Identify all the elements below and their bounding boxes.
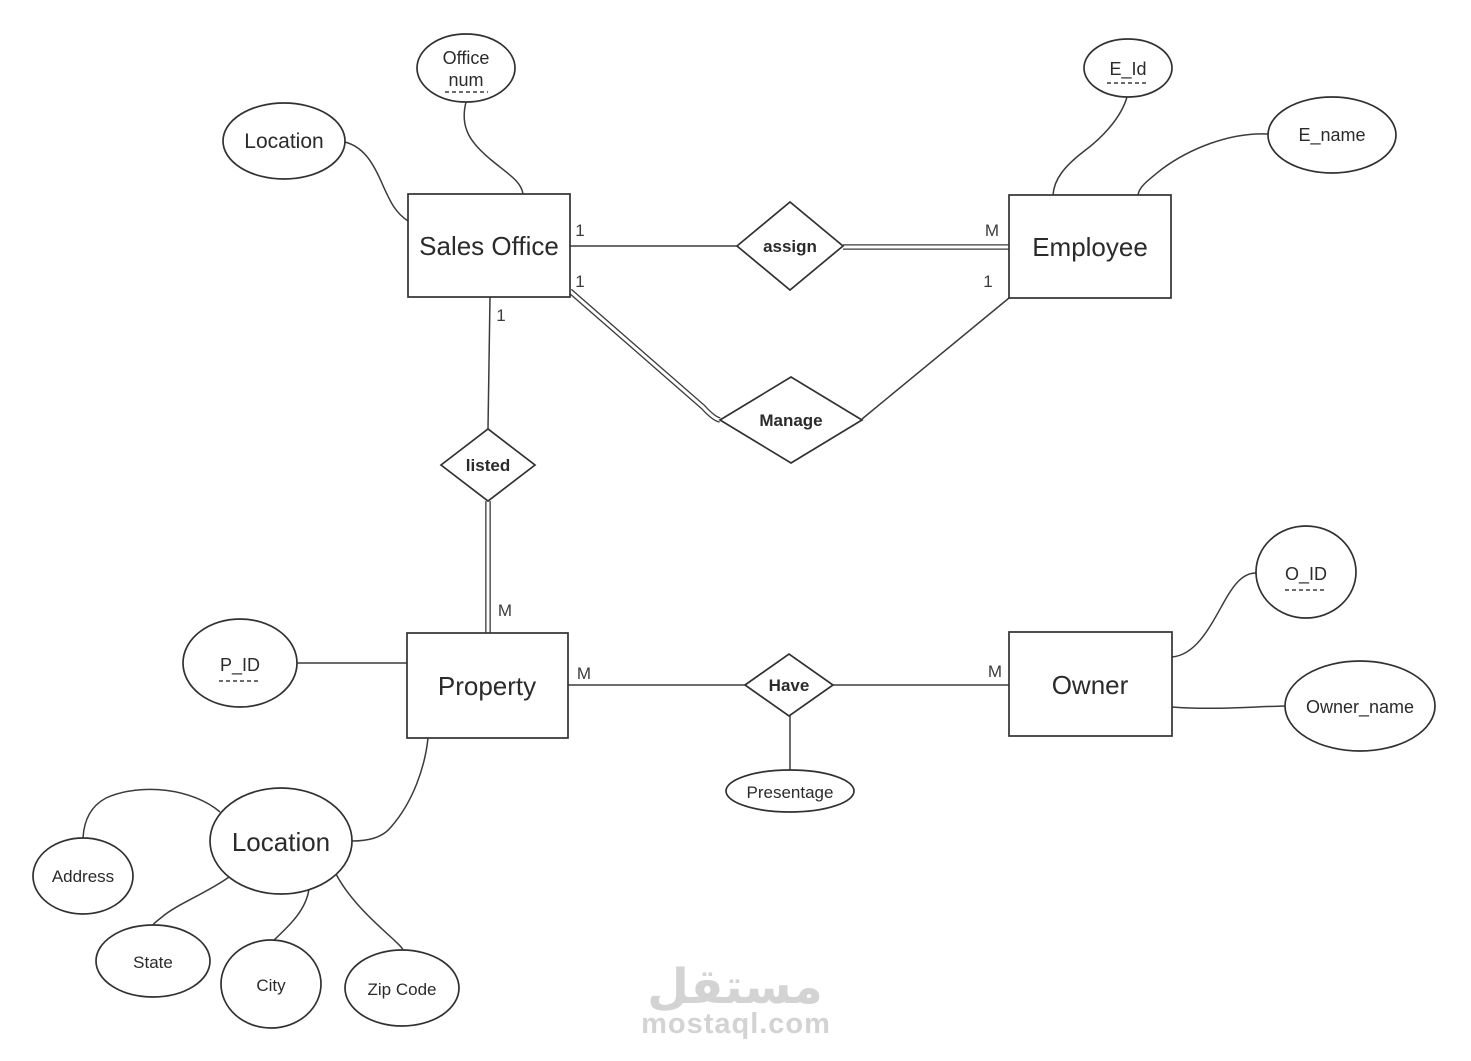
relationship-manage-label: Manage [759,411,822,430]
entity-sales-office [407,193,571,298]
watermark-arabic-logo: مستقل [647,961,823,1014]
entity-owner-label: Owner [1052,670,1129,700]
connector-office-num-sales-office [463,101,524,195]
relationship-listed [439,427,537,503]
attribute-e-id [1083,38,1173,98]
entities [406,193,1173,739]
cardinality-property-listed: M [498,601,512,620]
relationship-have-label: Have [769,676,810,695]
key-underlines [219,82,1327,682]
entity-employee [1008,194,1172,299]
attribute-office-num-label-line1: Office [443,48,490,68]
labels: Sales Office Employee Property Owner ass… [52,48,1414,999]
connector-location-address [82,788,221,839]
double-connectors [485,244,1009,633]
cardinality-sales-office-assign: 1 [575,221,584,240]
connector-sales-office-listed [487,296,491,430]
watermark-site-url: mostaql.com [641,1008,831,1040]
cardinality-employee-manage: 1 [983,272,992,291]
attribute-address [32,837,134,915]
attribute-presentage [725,769,855,813]
connector-manage-employee [861,297,1010,420]
attribute-o-id [1255,525,1357,619]
entity-owner [1008,631,1173,737]
attribute-p-id-label: P_ID [220,655,260,676]
cardinality-owner-have: M [988,662,1002,681]
entity-property-label: Property [438,671,536,701]
connector-e-id-employee [1052,96,1128,196]
connector-location-state [152,876,230,926]
attribute-p-id [182,618,298,708]
entity-sales-office-label: Sales Office [419,231,559,261]
attribute-owner-name-label: Owner_name [1306,697,1414,718]
attribute-o-id-label: O_ID [1285,564,1327,585]
connector-o-id-owner [1171,572,1257,658]
connector-location-zip-code [335,873,404,951]
connector-property-location [351,737,429,842]
entity-property [406,632,569,739]
connector-location-city [272,888,310,942]
relationship-have [743,652,835,718]
connector-location-sales-office [344,141,409,222]
connector-owner-name-owner [1171,705,1286,710]
attribute-sales-office-location-label: Location [244,130,323,153]
cardinality-sales-office-listed: 1 [496,306,505,325]
relationship-listed-label: listed [466,456,510,475]
connectors [82,96,1286,951]
connector-e-name-employee [1137,133,1269,196]
attribute-e-id-label: E_Id [1109,59,1146,80]
entity-employee-label: Employee [1032,232,1148,262]
attributes [32,33,1436,1029]
attribute-office-num [416,33,516,103]
attribute-city-label: City [256,976,286,995]
relationship-assign [735,200,845,292]
attribute-state-label: State [133,953,173,972]
attribute-state [95,924,211,998]
cardinality-property-have: M [577,664,591,683]
connector-sales-office-manage-double-gap [569,289,721,422]
attribute-e-name-label: E_name [1298,125,1365,146]
attribute-city [220,939,322,1029]
relationships [439,200,864,718]
attribute-sales-office-location [222,102,346,180]
attribute-property-location [209,787,353,895]
attribute-property-location-label: Location [232,827,330,857]
cardinality-sales-office-manage: 1 [575,272,584,291]
attribute-e-name [1267,96,1397,174]
cardinality-employee-assign: M [985,221,999,240]
cardinality-labels: 1 M 1 1 1 M M M [496,221,1002,683]
attribute-zip-code-label: Zip Code [368,980,437,999]
attribute-address-label: Address [52,867,114,886]
relationship-assign-label: assign [763,237,817,256]
attribute-zip-code [344,949,460,1027]
relationship-manage [718,376,864,464]
attribute-office-num-label-line2: num [448,70,483,90]
attribute-owner-name [1284,660,1436,752]
watermark: مستقل mostaql.com [641,961,831,1040]
attribute-presentage-label: Presentage [747,783,834,802]
